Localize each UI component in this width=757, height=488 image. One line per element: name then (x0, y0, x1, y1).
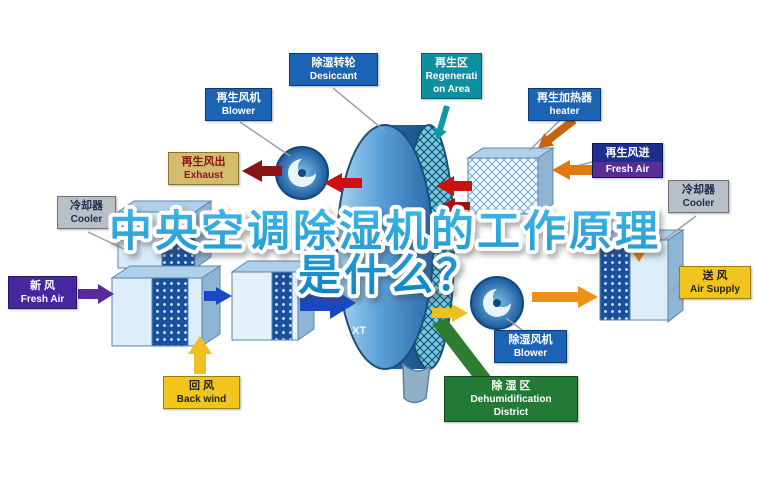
label-regen-blower-en: Blower (221, 106, 256, 118)
arrow-wheel-to-dehumid-fan (432, 304, 468, 322)
label-regen-heater-en: heater (549, 106, 580, 118)
regeneration-heater-unit (466, 147, 555, 215)
label-back-wind-en: Back wind (176, 394, 227, 406)
dehumid-area-pointer (432, 318, 492, 384)
label-fresh-air-zh: 新 风 (29, 280, 56, 292)
label-cooler-right-zh: 冷却器 (682, 184, 715, 196)
label-cooler-right: 冷却器 Cooler (668, 180, 729, 214)
label-cooler-left-zh: 冷却器 (70, 200, 103, 212)
arrow-regen-fresh-air (552, 160, 600, 180)
label-desiccant-en: Desiccant (309, 71, 358, 83)
label-fresh-air-en: Fresh Air (20, 294, 65, 306)
cooler-unit-left (116, 200, 213, 269)
wheel-watermark: XT (352, 325, 366, 337)
arrow-fresh-air (78, 284, 114, 304)
label-regen-blower: 再生风机 Blower (205, 88, 272, 122)
label-exhaust-zh: 再生风出 (181, 156, 226, 168)
flow-arrows (78, 105, 649, 374)
label-back-wind-zh: 回 风 (188, 380, 215, 392)
label-regen-blower-zh: 再生风机 (216, 92, 261, 104)
label-fresh-air: 新 风 Fresh Air (8, 276, 77, 310)
arrow-regen-area (433, 105, 450, 140)
label-dehumid-area-en1: Dehumidification (470, 394, 552, 406)
label-regen-area-en2: on Area (433, 84, 470, 96)
label-air-supply-zh: 送 风 (702, 270, 728, 282)
label-regen-area-zh: 再生区 (435, 57, 468, 69)
mixing-unit (230, 260, 316, 341)
label-cooler-left: 冷却器 Cooler (57, 196, 116, 230)
label-dehumid-blower-zh: 除湿风机 (508, 334, 553, 346)
arrow-heater (538, 116, 577, 148)
fresh-air-unit (110, 265, 222, 347)
desiccant-wheel: XT (336, 124, 455, 370)
label-dehumid-area: 除 湿 区 Dehumidification District (444, 376, 578, 423)
arrow-regen-to-wheel-2 (440, 198, 470, 214)
label-desiccant-zh: 除湿转轮 (311, 57, 356, 69)
label-air-supply-en: Air Supply (689, 284, 740, 296)
arrow-back-wind (188, 336, 212, 374)
label-cooler-right-en: Cooler (682, 198, 715, 210)
arrow-supply (532, 286, 598, 308)
label-regen-fresh-air-en: Fresh Air (593, 162, 662, 178)
dehumidification-fan (470, 276, 524, 330)
arrow-between-units (204, 287, 232, 305)
label-regen-area: 再生区 Regenerati on Area (421, 53, 482, 100)
arrow-regen-to-wheel-1 (436, 176, 472, 196)
label-back-wind: 回 风 Back wind (163, 376, 240, 410)
label-regen-fresh-air-zh: 再生风进 (605, 147, 650, 159)
arrow-wheel-to-fan (324, 173, 362, 193)
ribbon-icon (402, 362, 431, 404)
label-exhaust-en: Exhaust (184, 170, 223, 182)
label-exhaust: 再生风出 Exhaust (168, 152, 239, 186)
arrow-cooler-down (629, 230, 649, 262)
regeneration-fan (275, 146, 329, 200)
arrow-process-into-wheel (300, 287, 356, 319)
label-dehumid-blower-en: Blower (513, 348, 548, 360)
label-regen-area-en1: Regenerati (425, 71, 478, 83)
label-regen-heater-zh: 再生加热器 (537, 92, 592, 104)
label-desiccant: 除湿转轮 Desiccant (289, 53, 378, 87)
label-regen-heater: 再生加热器 heater (528, 88, 601, 122)
label-dehumid-area-en2: District (493, 407, 529, 419)
label-dehumid-blower: 除湿风机 Blower (494, 330, 567, 364)
label-regen-fresh-air: 再生风进 Fresh Air (592, 143, 663, 179)
label-air-supply: 送 风 Air Supply (679, 266, 751, 300)
label-dehumid-area-zh: 除 湿 区 (491, 380, 531, 392)
label-cooler-left-en: Cooler (70, 214, 103, 226)
arrow-exhaust (242, 160, 282, 182)
